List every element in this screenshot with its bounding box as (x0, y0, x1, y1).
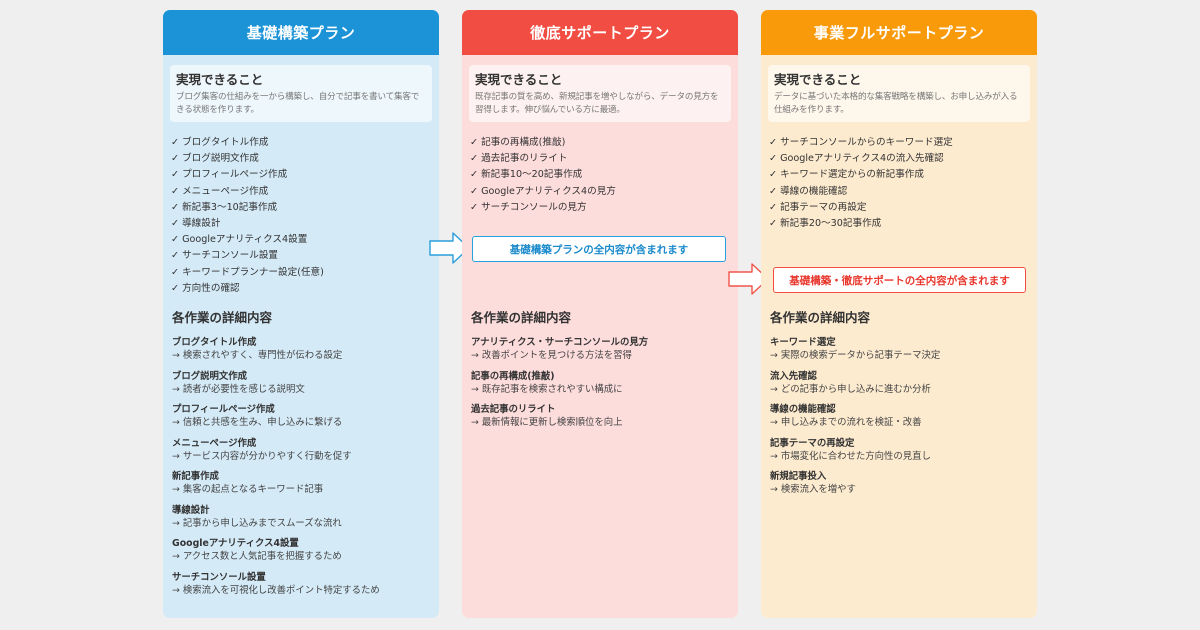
checklist-item: ✓ ブログタイトル作成 (171, 137, 269, 148)
detail-description: → 検索流入を増やす (770, 484, 856, 495)
detail-item: メニューページ作成 → サービス内容が分かりやすく行動を促す (172, 437, 433, 471)
detail-name: 過去記事のリライト (471, 404, 556, 415)
detail-description: → 市場変化に合わせた方向性の見直し (770, 450, 931, 462)
detail-description: → 信頼と共感を生み、申し込みに繋げる (172, 417, 343, 428)
plan-card-full-support: 事業フルサポートプラン 実現できること データに基づいた本格的な集客戦略を構築し… (761, 10, 1037, 618)
detail-item: 流入先確認 → どの記事から申し込みに進むか分析 (770, 370, 1031, 404)
checklist-item: ✓ 新記事20〜30記事作成 (769, 217, 882, 229)
checklist-item: ✓ 記事の再構成(推敲) (470, 137, 566, 148)
detail-name: ブログタイトル作成 (172, 337, 257, 348)
plan-title: 事業フルサポートプラン (761, 10, 1037, 55)
checklist-item: ✓ Googleアナリティクス4の見方 (470, 185, 616, 197)
detail-item: サーチコンソール設置 → 検索流入を可視化し改善ポイント特定するため (172, 571, 433, 605)
detail-description: → 読者が必要性を感じる説明文 (172, 383, 305, 395)
checklist-item: ✓ 新記事10〜20記事作成 (470, 169, 583, 181)
detail-description: → 申し込みまでの流れを検証・改善 (770, 417, 922, 428)
detail-description: → 検索されやすく、専門性が伝わる設定 (172, 350, 343, 361)
detail-name: アナリティクス・サーチコンソールの見方 (471, 337, 649, 348)
checklist-item: ✓ キーワード選定からの新記事作成 (769, 169, 924, 181)
detail-description: → どの記事から申し込みに進むか分析 (770, 383, 931, 395)
detail-name: 記事の再構成(推敲) (471, 370, 555, 382)
detail-description: → アクセス数と人気記事を把握するため (172, 551, 342, 562)
detail-name: 導線設計 (172, 504, 210, 516)
checklist-item: ✓ メニューページ作成 (171, 185, 269, 197)
detail-item: 新記事作成 → 集客の起点となるキーワード記事 (172, 470, 433, 504)
plan-card-thorough: 徹底サポートプラン 実現できること 既存記事の質を高め、新規記事を増やしながら、… (462, 10, 738, 618)
detail-name: 記事テーマの再設定 (770, 437, 855, 449)
arrow-right-icon (429, 232, 470, 264)
achieve-title: 実現できること (774, 72, 862, 87)
checklist-item: ✓ Googleアナリティクス4設置 (171, 234, 308, 246)
detail-section-title: 各作業の詳細内容 (471, 310, 572, 325)
detail-description: → 記事から申し込みまでスムーズな流れ (172, 517, 342, 529)
detail-description: → サービス内容が分かりやすく行動を促す (172, 450, 352, 462)
detail-item: 導線設計 → 記事から申し込みまでスムーズな流れ (172, 504, 433, 538)
detail-item: キーワード選定 → 実際の検索データから記事テーマ決定 (770, 336, 1031, 370)
checklist-item: ✓ 方向性の確認 (171, 282, 240, 294)
detail-name: メニューページ作成 (172, 437, 257, 449)
detail-name: Googleアナリティクス4設置 (172, 538, 299, 549)
detail-section: 各作業の詳細内容 ブログタイトル作成 → 検索されやすく、専門性が伝わる設定 ブ… (172, 307, 433, 604)
detail-name: ブログ説明文作成 (172, 370, 248, 382)
detail-item: 記事テーマの再設定 → 市場変化に合わせた方向性の見直し (770, 437, 1031, 471)
included-plan-badge: 基礎構築プランの全内容が含まれます (472, 236, 726, 262)
included-plan-badge: 基礎構築・徹底サポートの全内容が含まれます (773, 267, 1026, 293)
checklist-item: ✓ サーチコンソール設置 (171, 250, 279, 262)
plan-card-basic: 基礎構築プラン 実現できること ブログ集客の仕組みを一から構築し、自分で記事を書… (163, 10, 439, 618)
achieve-box: 実現できること 既存記事の質を高め、新規記事を増やしながら、データの見方を習得し… (469, 65, 731, 122)
checklist-item: ✓ Googleアナリティクス4の流入先確認 (769, 153, 944, 165)
detail-section: 各作業の詳細内容 キーワード選定 → 実際の検索データから記事テーマ決定 流入先… (770, 307, 1031, 504)
detail-name: サーチコンソール設置 (172, 571, 266, 583)
feature-checklist: ✓ ブログタイトル作成 ✓ ブログ説明文作成 ✓ プロフィールページ作成 ✓ メ… (171, 135, 439, 297)
detail-name: 導線の機能確認 (770, 404, 836, 415)
achieve-title: 実現できること (176, 72, 264, 87)
detail-item: プロフィールページ作成 → 信頼と共感を生み、申し込みに繋げる (172, 403, 433, 437)
detail-description: → 集客の起点となるキーワード記事 (172, 484, 324, 495)
achieve-title: 実現できること (475, 72, 563, 87)
checklist-item: ✓ 導線設計 (171, 217, 221, 229)
checklist-item: ✓ 過去記事のリライト (470, 153, 568, 165)
detail-description: → 実際の検索データから記事テーマ決定 (770, 350, 941, 361)
plan-title: 基礎構築プラン (163, 10, 439, 55)
detail-item: 新規記事投入 → 検索流入を増やす (770, 470, 1031, 504)
detail-name: 新規記事投入 (770, 471, 827, 482)
checklist-item: ✓ プロフィールページ作成 (171, 169, 288, 181)
detail-description: → 改善ポイントを見つける方法を習得 (471, 350, 632, 361)
achieve-box: 実現できること データに基づいた本格的な集客戦略を構築し、お申し込みが入る仕組み… (768, 65, 1030, 122)
detail-section-title: 各作業の詳細内容 (172, 310, 273, 325)
checklist-item: ✓ サーチコンソールからのキーワード選定 (769, 137, 953, 148)
detail-description: → 既存記事を検索されやすい構成に (471, 383, 623, 395)
feature-checklist: ✓ 記事の再構成(推敲) ✓ 過去記事のリライト ✓ 新記事10〜20記事作成 … (470, 135, 738, 216)
detail-name: プロフィールページ作成 (172, 404, 275, 415)
detail-description: → 検索流入を可視化し改善ポイント特定するため (172, 584, 380, 596)
arrow-right-icon (728, 263, 769, 295)
detail-item: アナリティクス・サーチコンソールの見方 → 改善ポイントを見つける方法を習得 (471, 336, 732, 370)
detail-item: Googleアナリティクス4設置 → アクセス数と人気記事を把握するため (172, 537, 433, 571)
detail-item: ブログ説明文作成 → 読者が必要性を感じる説明文 (172, 370, 433, 404)
detail-section: 各作業の詳細内容 アナリティクス・サーチコンソールの見方 → 改善ポイントを見つ… (471, 307, 732, 437)
checklist-item: ✓ 新記事3〜10記事作成 (171, 201, 278, 213)
detail-item: ブログタイトル作成 → 検索されやすく、専門性が伝わる設定 (172, 336, 433, 370)
detail-name: 流入先確認 (770, 370, 817, 382)
checklist-item: ✓ サーチコンソールの見方 (470, 201, 587, 213)
detail-item: 記事の再構成(推敲) → 既存記事を検索されやすい構成に (471, 370, 732, 404)
achieve-description: 既存記事の質を高め、新規記事を増やしながら、データの見方を習得します。伸び悩んで… (475, 92, 719, 115)
feature-checklist: ✓ サーチコンソールからのキーワード選定 ✓ Googleアナリティクス4の流入… (769, 135, 1037, 232)
plan-title: 徹底サポートプラン (462, 10, 738, 55)
achieve-box: 実現できること ブログ集客の仕組みを一から構築し、自分で記事を書いて集客できる状… (170, 65, 432, 122)
achieve-description: データに基づいた本格的な集客戦略を構築し、お申し込みが入る仕組みを作ります。 (774, 92, 1018, 115)
detail-item: 導線の機能確認 → 申し込みまでの流れを検証・改善 (770, 403, 1031, 437)
detail-description: → 最新情報に更新し検索順位を向上 (471, 417, 623, 428)
detail-name: キーワード選定 (770, 337, 836, 348)
detail-name: 新記事作成 (172, 471, 219, 482)
achieve-description: ブログ集客の仕組みを一から構築し、自分で記事を書いて集客できる状態を作ります。 (176, 92, 420, 115)
checklist-item: ✓ 記事テーマの再設定 (769, 201, 867, 213)
checklist-item: ✓ ブログ説明文作成 (171, 153, 259, 165)
detail-item: 過去記事のリライト → 最新情報に更新し検索順位を向上 (471, 403, 732, 437)
detail-section-title: 各作業の詳細内容 (770, 310, 871, 325)
checklist-item: ✓ キーワードプランナー設定(任意) (171, 266, 324, 278)
checklist-item: ✓ 導線の機能確認 (769, 185, 848, 197)
